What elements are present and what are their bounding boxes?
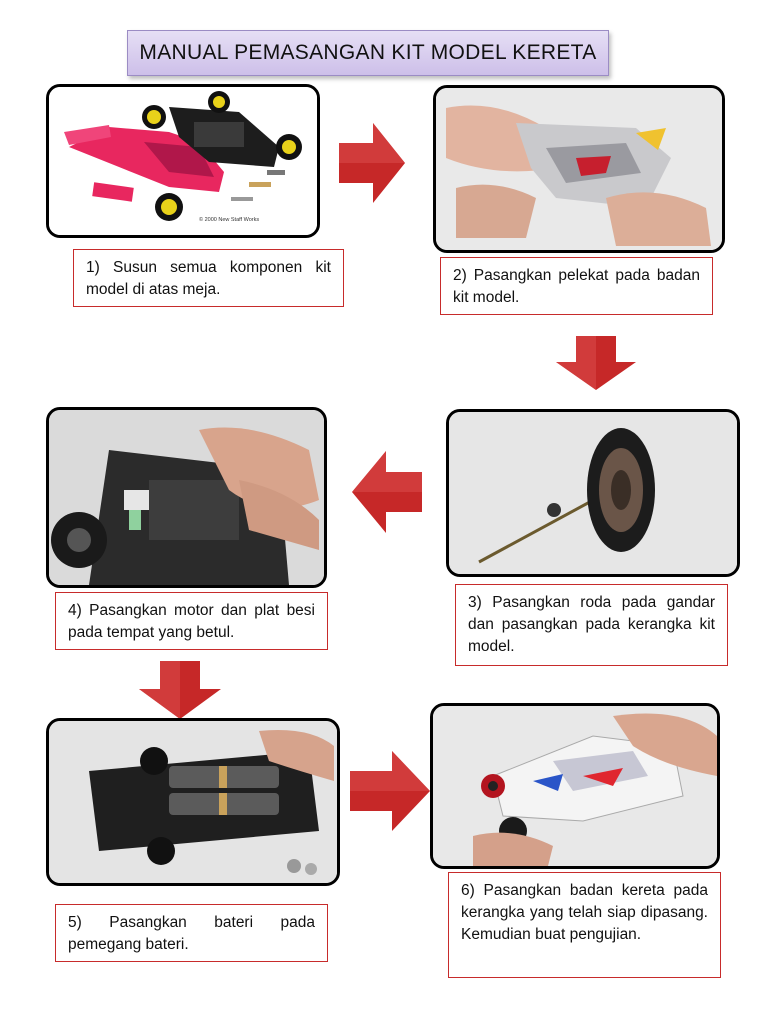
arrow-down-icon bbox=[556, 336, 636, 390]
step-6-caption: 6) Pasangkan badan kereta pada kerangka … bbox=[448, 872, 721, 978]
step-6-photo bbox=[430, 703, 720, 869]
arrow-left-icon bbox=[352, 451, 422, 533]
step-5-caption: 5) Pasangkan bateri pada pemegang bateri… bbox=[55, 904, 328, 962]
step-5-photo bbox=[46, 718, 340, 886]
step-2-photo bbox=[433, 85, 725, 253]
step-1-caption: 1) Susun semua komponen kit model di ata… bbox=[73, 249, 344, 307]
step-3-photo bbox=[446, 409, 740, 577]
arrow-down-icon bbox=[139, 661, 221, 719]
arrow-right-icon bbox=[350, 751, 430, 831]
step-4-caption: 4) Pasangkan motor dan plat besi pada te… bbox=[55, 592, 328, 650]
step-1-photo: © 2000 New Staff Works bbox=[46, 84, 320, 238]
step-4-photo bbox=[46, 407, 327, 588]
arrow-right-icon bbox=[339, 123, 405, 203]
step-2-caption: 2) Pasangkan pelekat pada badan kit mode… bbox=[440, 257, 713, 315]
page-title: MANUAL PEMASANGAN KIT MODEL KERETA bbox=[127, 30, 609, 76]
step-3-caption: 3) Pasangkan roda pada gandar dan pasang… bbox=[455, 584, 728, 666]
photo-credit: © 2000 New Staff Works bbox=[199, 216, 259, 223]
